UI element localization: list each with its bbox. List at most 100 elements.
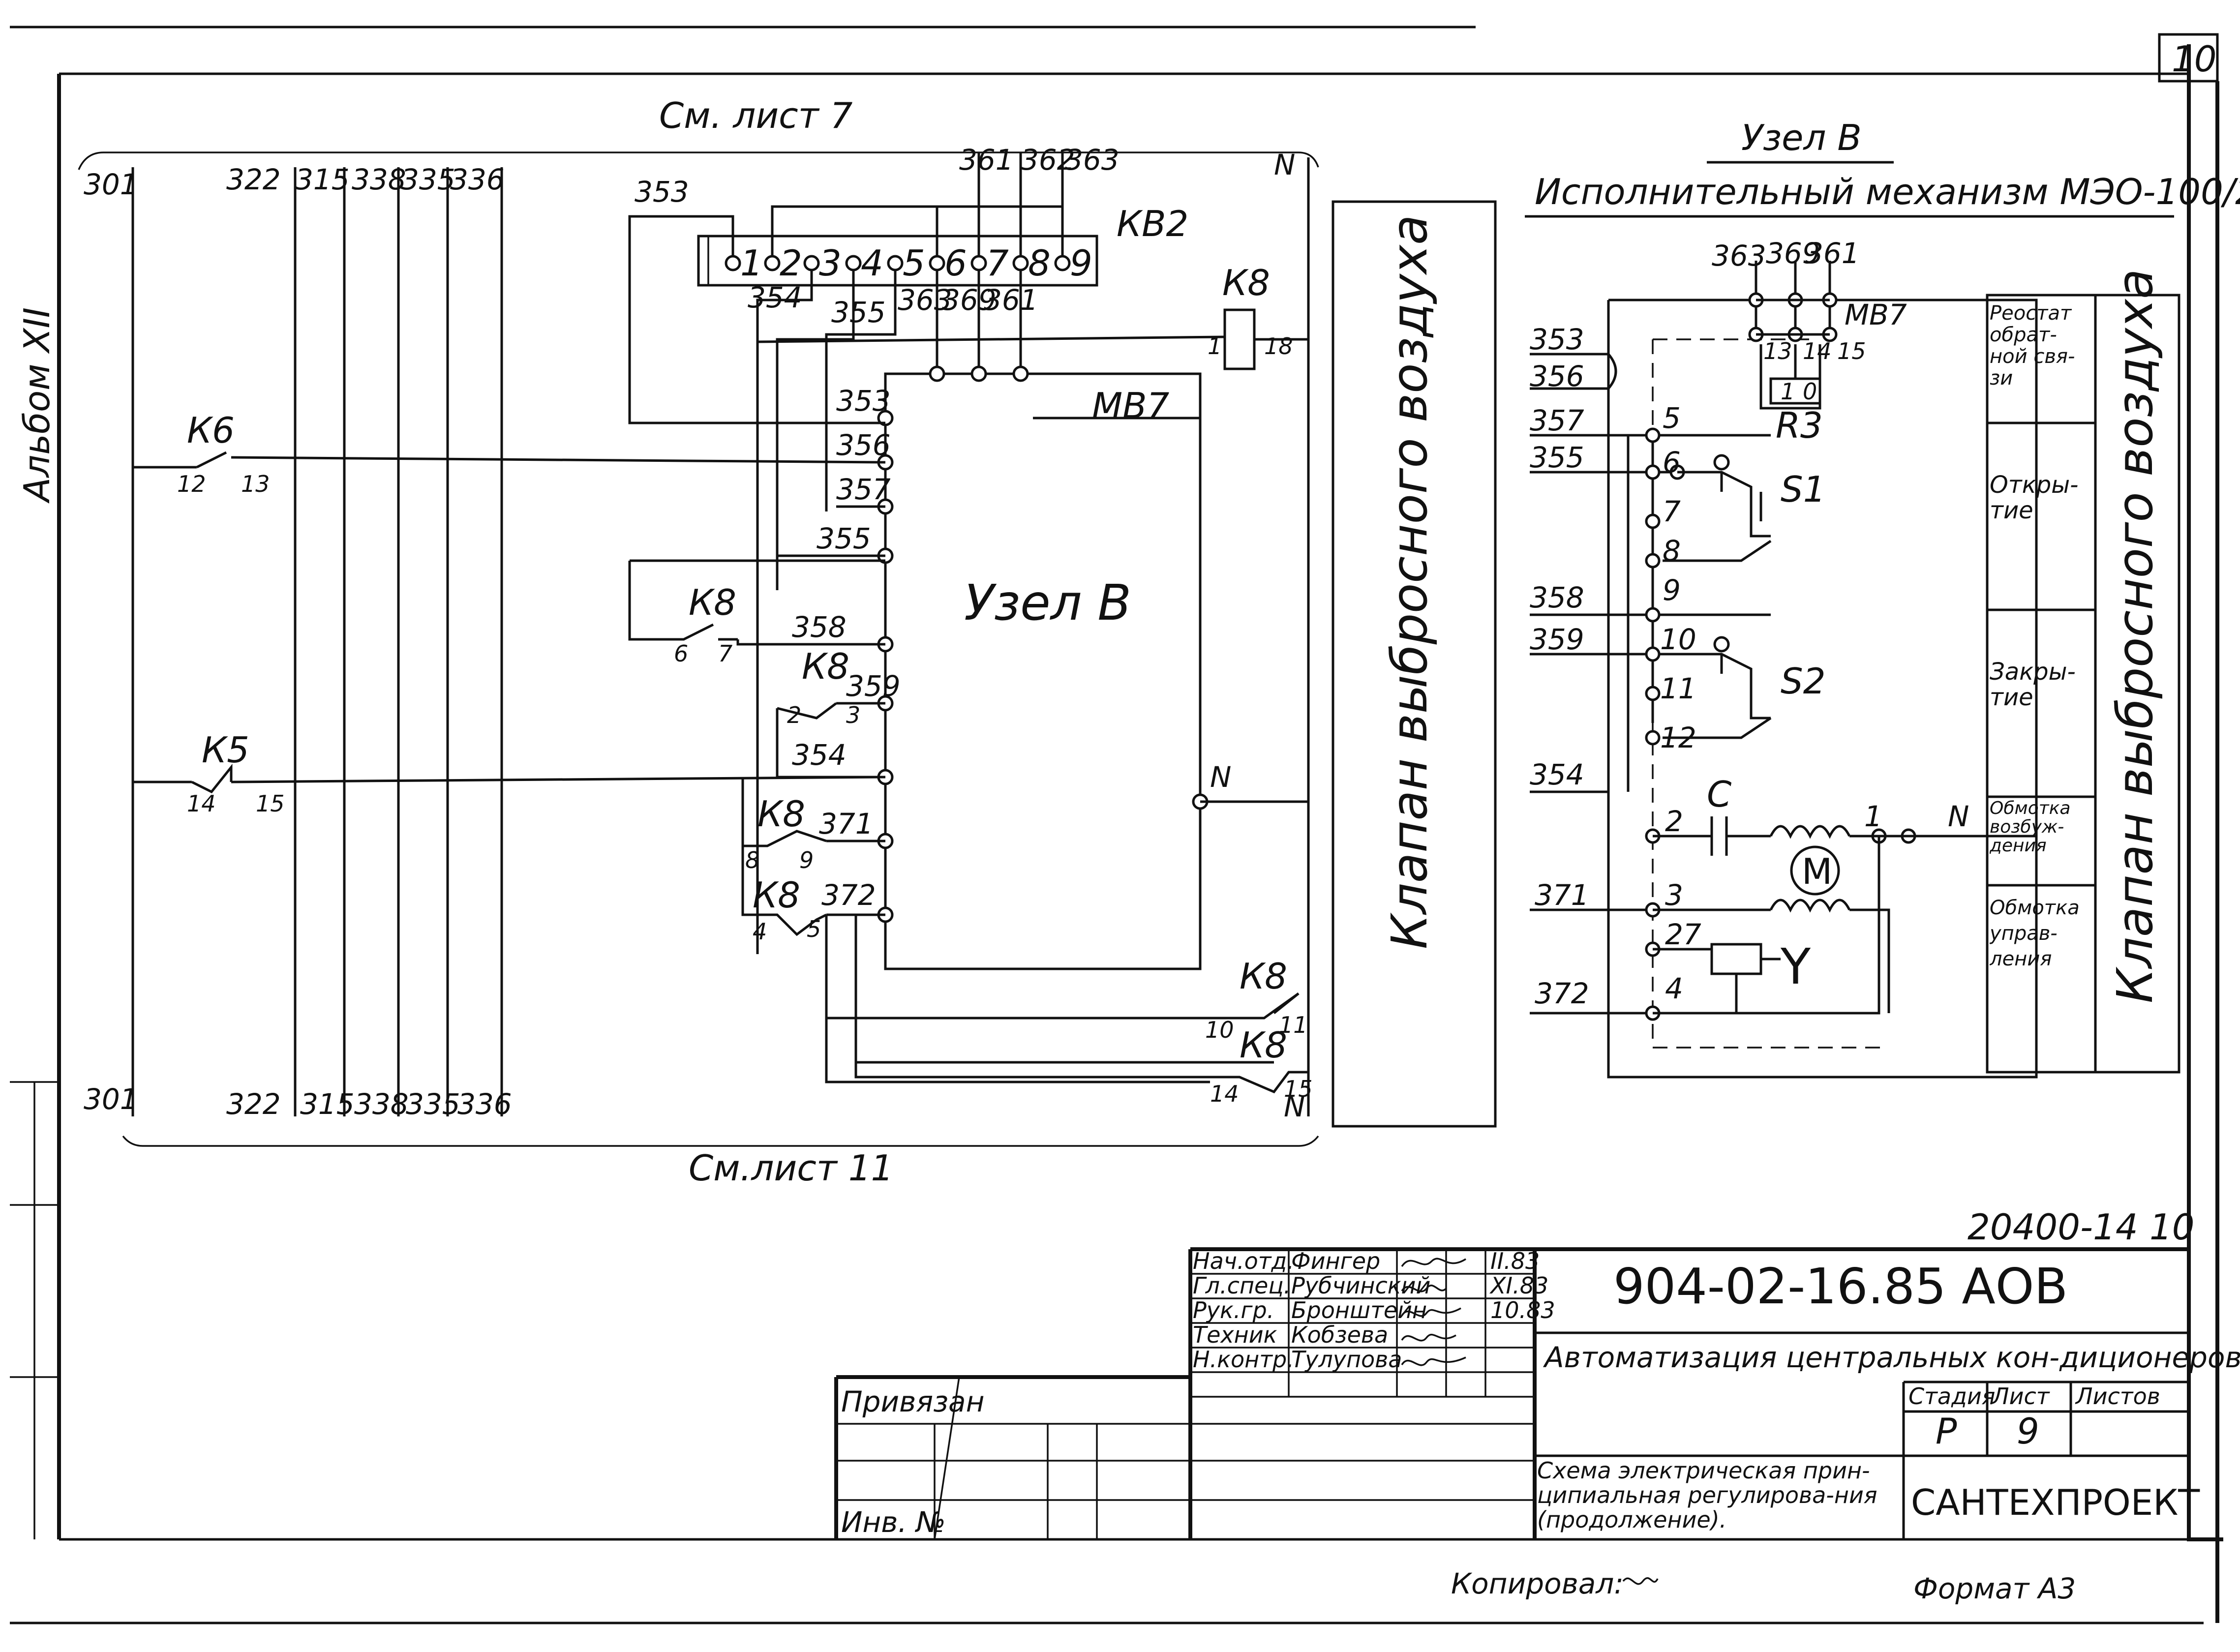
k8-contact-label: К8 [1240,1024,1287,1066]
top-brace [78,151,1319,170]
k8-contact-label: К8 [689,582,736,623]
bus-label: 336 [450,163,505,196]
sheet-corner-number: 10 [2172,38,2217,80]
stamp-role: Гл.спец. [1193,1272,1291,1299]
terminal-num: 4 [1665,972,1683,1005]
mb7-wire: 359 [846,669,901,703]
stamp-inv: Инв. № [841,1505,946,1539]
kv2-top-wire: 363 [1065,143,1120,177]
terminal-num: 11 [1660,672,1696,705]
right-top-wiring [1748,261,1838,410]
bus-label: 322 [226,1087,281,1121]
stamp-privyazan: Привязан [841,1385,985,1418]
mb7-wire: 353 [836,384,891,418]
right-mb7-term: 13 [1763,338,1792,364]
valve-box-left [1332,200,1497,1128]
right-subtitle: Исполнительный механизм МЭО-100/25-0,25 [1535,171,2240,212]
right-top-wire: 361 [1805,237,1860,270]
k8-contact-label: К8 [753,874,800,916]
sheet-header: Лист [1991,1383,2050,1410]
legend-column [1986,294,2180,1074]
stage-header: Стадия [1908,1383,1995,1410]
k8-contact-term: 7 [718,640,732,667]
k8-contact-label: К8 [757,793,805,835]
stamp-signatures [1401,1258,1466,1366]
capacitor-label: С [1707,774,1732,815]
bus-labels-top: 301 322 315 338 335 336 N [84,148,1295,201]
stamp-date: XI.83 [1489,1272,1548,1299]
copied-label: Копировал: [1451,1567,1624,1600]
kv2-term: 4 [861,242,883,284]
bus-label: 338 [352,163,406,196]
legend-box-close: Закры-тие [1990,659,2076,711]
right-mb7-label: МВ7 [1845,298,1907,331]
kv2-term: 8 [1028,242,1051,284]
k8-contact-term: 11 [1279,1012,1308,1038]
mb7-left-wiring [133,421,886,916]
k8-coil-wire [757,335,1225,343]
terminal-column [1627,427,1916,1021]
right-mb7-term: 14 [1803,338,1832,364]
r3-mark: 1 [1781,378,1795,405]
right-left-wire: 357 [1530,404,1584,437]
sheet-value: 9 [2017,1411,2039,1452]
stamp-role: Нач.отд. [1193,1248,1294,1274]
ref-bottom: См.лист 11 [689,1147,893,1189]
legend-box-open: Откры-тие [1990,472,2079,524]
drawing-title: Схема электрическая прин-ципиальная регу… [1537,1458,1877,1533]
s2-label: S2 [1781,661,1826,702]
album-label: Альбом XII [16,307,58,504]
k6-contact [196,451,227,469]
k8-contact-term: 9 [799,847,814,873]
kv2-term: 1 [740,242,763,284]
right-left-wire: 356 [1530,360,1584,393]
k6-label: К6 [187,410,235,451]
right-left-wire: 359 [1530,623,1584,656]
sheet-code: 20400-14 [1968,1206,2138,1248]
k8-contact-term: 5 [807,916,821,942]
valve-right-label: Клапан выбросного воздуха [2106,269,2164,1003]
k8-contact-term: 15 [1284,1076,1313,1102]
kv2-term: 2 [780,242,802,284]
bus-label: 338 [354,1087,409,1121]
mb7-wire: 372 [821,878,876,912]
k5-contact [191,763,233,794]
mb7-wire: 357 [836,473,891,506]
k8-contacts [628,559,1308,1094]
bus-label: 335 [401,163,455,196]
uzel-v-frame [1607,299,2038,1079]
kv2-top-wire: 361 [959,143,1014,177]
stamp-role: Рук.гр. [1193,1297,1274,1323]
right-left-wire-labels: 353 356 357 355 358 359 354 371 372 [1530,323,1589,1010]
legend-box-feedback: Реостат обрат-ной свя-зи [1990,302,2075,390]
kv2-term: 9 [1070,242,1092,284]
kv2-bot-wire: 361 [984,283,1038,317]
stamp-grid [834,1247,2189,1540]
right-left-wire: 358 [1530,581,1584,614]
terminal-num: 9 [1663,573,1681,607]
legend-box-excitation: Обмотка возбуж-дения [1990,799,2071,856]
terminal-num: 27 [1665,918,1701,951]
stamp-role: Н.контр. [1193,1346,1294,1373]
stage-value: Р [1936,1411,1957,1452]
right-left-wiring [1530,353,1771,1015]
right-left-wire: 355 [1530,441,1584,474]
kv2-term: 7 [986,242,1009,284]
kv2-bot-wire: 363 [898,283,952,317]
control-winding [1653,836,1890,1015]
terminal-num: 2 [1665,805,1683,838]
kv2-bot-wire: 354 [748,281,802,314]
terminal-num: 6 [1663,446,1681,479]
k8-contact-label: К8 [1240,956,1287,997]
relay-k8-label: К8 [1222,262,1270,303]
right-n-label: N [1948,800,1969,833]
mb7-wire: 355 [817,522,871,555]
right-left-wire: 371 [1535,878,1589,912]
bus-neutral-label: N [1274,148,1295,181]
kv2-term: 5 [903,242,925,284]
right-top-wire: 363 [1712,239,1766,272]
stamp-date: 10.83 [1490,1297,1555,1323]
relay-k8-coil [1223,308,1256,370]
y-label: Y [1780,938,1811,995]
